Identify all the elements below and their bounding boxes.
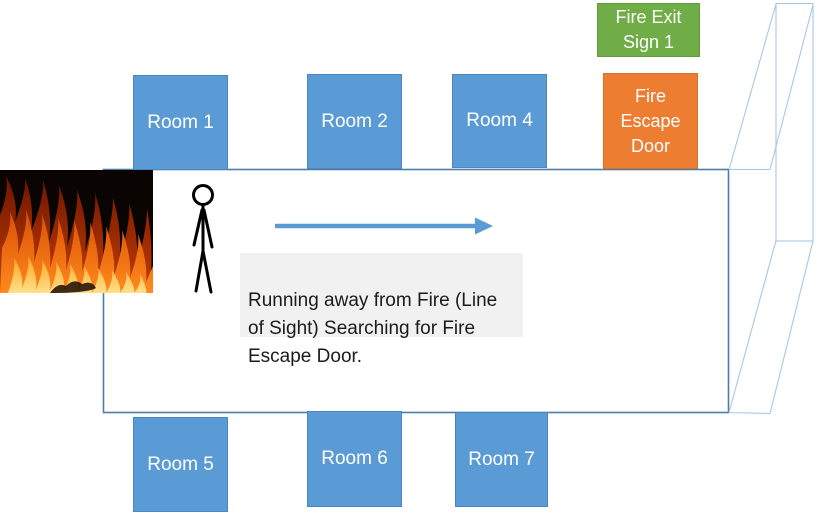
room-6-label: Room 6 xyxy=(321,448,388,469)
line-of-sight-arrow xyxy=(275,217,493,235)
room-7-box: Room 7 xyxy=(455,412,548,507)
fire-photo xyxy=(0,170,153,293)
room-7-label: Room 7 xyxy=(468,448,535,470)
room-2-label: Room 2 xyxy=(321,110,388,132)
room-6-box: Room 6 xyxy=(307,411,402,507)
caption-text: Running away from Fire (Line of Sight) S… xyxy=(248,290,498,367)
room-4-box: Room 4 xyxy=(452,74,547,168)
room-2-box: Room 2 xyxy=(307,74,402,169)
fire-exit-sign-label: Fire Exit Sign 1 xyxy=(615,7,682,52)
room-1-box: Room 1 xyxy=(133,75,228,170)
room-1-label: Room 1 xyxy=(147,111,214,133)
stick-figure-icon xyxy=(192,184,214,294)
room-4-label: Room 4 xyxy=(466,110,533,131)
fire-exit-sign-box: Fire Exit Sign 1 xyxy=(597,3,700,57)
caption-box: Running away from Fire (Line of Sight) S… xyxy=(240,253,523,367)
room-5-label: Room 5 xyxy=(147,453,214,475)
fire-escape-door-label: Fire Escape Door xyxy=(620,85,681,156)
room-5-box: Room 5 xyxy=(133,417,228,512)
fire-escape-door-box: Fire Escape Door xyxy=(603,73,698,169)
perspective-exit-door xyxy=(728,2,814,415)
